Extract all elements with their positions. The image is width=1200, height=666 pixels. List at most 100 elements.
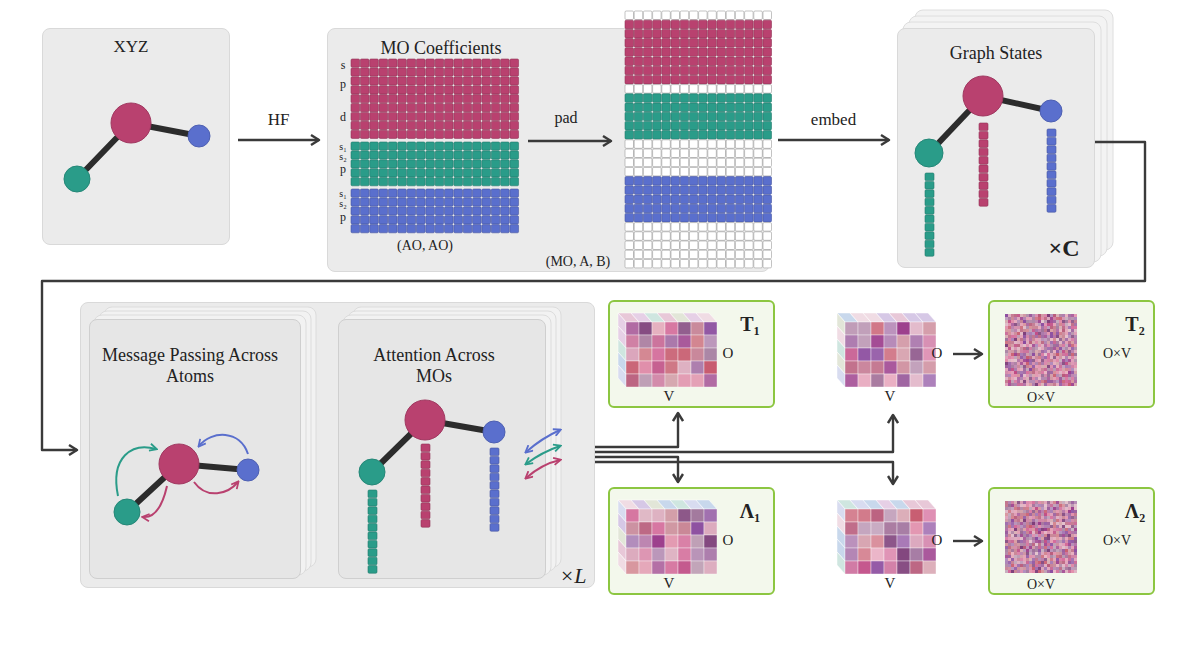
heatmap-cell [1035,504,1038,507]
matrix-cell [763,177,772,186]
heatmap-cell [1017,338,1020,341]
heatmap-cell [1035,501,1038,504]
matrix-cell [482,160,491,168]
heatmap-cell [1059,341,1062,344]
matrix-cell [370,112,379,120]
matrix-cell [979,148,988,156]
matrix-cell [708,259,717,268]
matrix-cell [407,112,416,120]
matrix-cell [463,198,472,206]
heatmap-cell [1071,525,1074,528]
matrix-cell [680,121,689,129]
cube-cell [858,322,871,335]
matrix-cell [491,121,500,129]
heatmap-cell [1023,320,1026,323]
heatmap-cell [1026,329,1029,332]
heatmap-cell [1020,332,1023,335]
matrix-cell [454,198,463,206]
matrix-cell [510,169,519,177]
heatmap-cell [1023,534,1026,537]
matrix-cell [643,39,652,48]
matrix-cell [671,11,680,20]
matrix-cell [689,66,698,75]
atom [159,444,199,484]
matrix-cell [360,95,369,103]
matrix-cell [388,130,397,138]
matrix-cell [407,121,416,129]
heatmap-cell [1023,329,1026,332]
matrix-cell [735,20,744,29]
heatmap-cell [1047,522,1050,525]
heatmap-cell [1062,377,1065,380]
matrix-cell [1047,179,1056,187]
heatmap-cell [1056,380,1059,383]
heatmap-cell [1065,501,1068,504]
matrix-cell [699,149,708,158]
matrix-cell [398,169,407,177]
matrix-cell [689,131,698,140]
matrix-cell [482,112,491,120]
heatmap-cell [1071,519,1074,522]
heatmap-cell [1026,365,1029,368]
heatmap-cell [1074,371,1077,374]
matrix-cell [689,57,698,66]
heatmap-cell [1017,335,1020,338]
matrix-cell [388,77,397,85]
cube-cell [845,361,858,374]
matrix-cell [745,66,754,75]
heatmap-cell [1023,383,1026,386]
heatmap-cell [1029,326,1032,329]
matrix-cell [708,85,717,94]
heatmap-cell [1017,323,1020,326]
matrix-cell [763,29,772,38]
heatmap-cell [1008,350,1011,353]
heatmap-cell [1032,353,1035,356]
atom [114,499,140,525]
matrix-cell [754,66,763,75]
heatmap-cell [1068,519,1071,522]
matrix-cell [426,77,435,85]
heatmap-cell [1059,332,1062,335]
matrix-cell [708,94,717,103]
matrix-cell [435,68,444,76]
heatmap-cell [1035,516,1038,519]
matrix-cell [763,112,772,121]
heatmap-cell [1026,371,1029,374]
matrix-cell [680,186,689,195]
heatmap-cell [1032,534,1035,537]
heatmap-cell [1014,335,1017,338]
matrix-cell [360,142,369,150]
heatmap-cell [1026,504,1029,507]
heatmap-cell [1017,359,1020,362]
heatmap-cell [1056,507,1059,510]
heatmap-cell [1008,368,1011,371]
matrix-cell [662,66,671,75]
heatmap-cell [1053,332,1056,335]
heatmap-cell [1074,383,1077,386]
matrix-cell [490,465,499,473]
heatmap-cell [1053,534,1056,537]
matrix-cell [388,178,397,186]
cube-cell [704,374,717,387]
heatmap-cell [1074,522,1077,525]
matrix-cell [510,59,519,67]
heatmap-cell [1011,537,1014,540]
matrix-cell [510,121,519,129]
matrix-cell [435,189,444,197]
heatmap-cell [1011,362,1014,365]
heatmap-cell [1020,528,1023,531]
matrix-cell [979,182,988,190]
matrix-cell [398,160,407,168]
heatmap-cell [1032,332,1035,335]
heatmap-cell [1020,350,1023,353]
heatmap-cell [1014,528,1017,531]
matrix-cell [454,225,463,233]
matrix-cell [454,95,463,103]
axis-label: V [885,388,896,405]
matrix-cell [662,223,671,232]
heatmap-cell [1032,338,1035,341]
heatmap-cell [1032,531,1035,534]
matrix-cell [491,151,500,159]
flow-arrow [595,415,893,452]
heatmap-cell [1059,338,1062,341]
